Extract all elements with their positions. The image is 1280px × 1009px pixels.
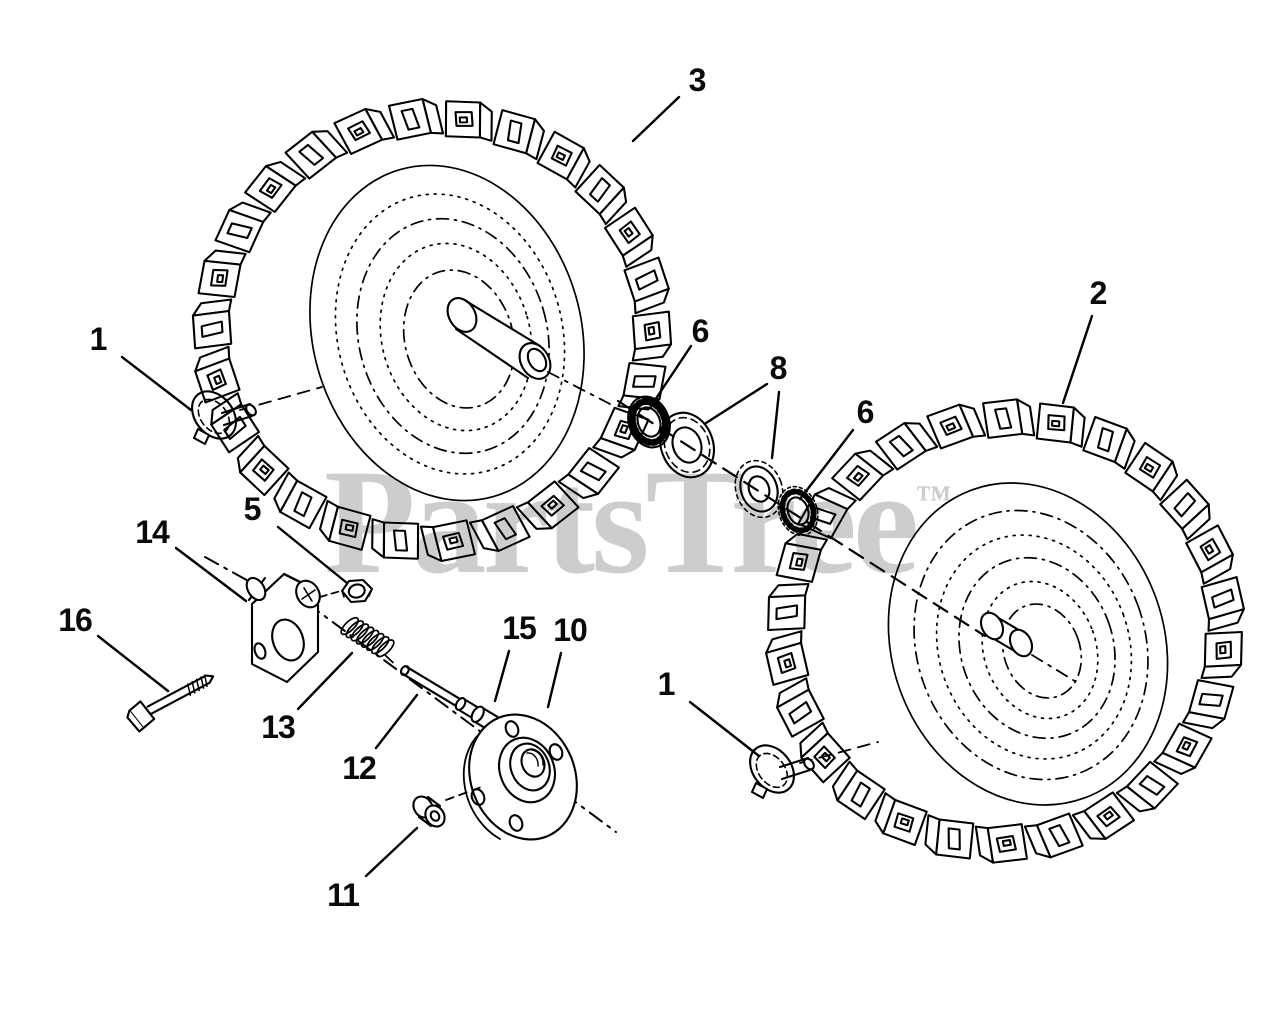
hex-bolt bbox=[126, 674, 215, 733]
wheel-sidewall-left bbox=[309, 164, 585, 502]
wheel-hub-right bbox=[979, 611, 1079, 684]
callout-leader-line bbox=[374, 693, 419, 750]
klik-pin-axis-left bbox=[239, 386, 323, 411]
callout-label-6: 6 bbox=[856, 394, 875, 430]
flat-washer-small bbox=[734, 459, 784, 519]
tire-tread-right bbox=[765, 398, 1245, 864]
hub-flange bbox=[462, 713, 578, 841]
callout-leader-line bbox=[493, 649, 511, 703]
callout-label-14: 14 bbox=[135, 514, 170, 550]
axle-assembly bbox=[126, 556, 617, 841]
wheel-assembly-left bbox=[191, 98, 673, 562]
callout-leader-line bbox=[96, 634, 170, 693]
pivot-bracket bbox=[245, 572, 321, 684]
hex-nut bbox=[340, 578, 374, 604]
callout-label-15: 15 bbox=[502, 610, 537, 646]
callout-leader-line bbox=[364, 826, 419, 878]
callout-label-12: 12 bbox=[342, 750, 377, 786]
washer-axis-line bbox=[616, 399, 987, 638]
callout-label-2: 2 bbox=[1089, 275, 1108, 311]
callout-leader-line bbox=[546, 651, 563, 709]
callout-leader-line bbox=[174, 546, 248, 603]
callout-label-13: 13 bbox=[261, 709, 296, 745]
lock-washer-right bbox=[777, 485, 819, 537]
wheel-sidewall-right bbox=[887, 482, 1169, 806]
callout-leader-line bbox=[688, 700, 761, 758]
callout-label-8: 8 bbox=[769, 350, 788, 386]
wheel-assembly-right bbox=[765, 398, 1245, 864]
klik-pin-axis-right bbox=[799, 741, 879, 764]
flat-washer-large bbox=[659, 411, 715, 479]
washer-stack bbox=[616, 395, 987, 638]
callout-leader-lines bbox=[96, 95, 1094, 878]
callout-leader-line bbox=[1061, 314, 1094, 405]
callout-label-5: 5 bbox=[243, 491, 262, 527]
callout-leader-line bbox=[120, 355, 193, 412]
callout-label-6: 6 bbox=[691, 313, 710, 349]
lock-nut-axis-line bbox=[445, 785, 485, 801]
callout-leader-line bbox=[651, 344, 693, 405]
lock-washer-left bbox=[627, 395, 671, 449]
callout-label-3: 3 bbox=[688, 62, 707, 98]
nut-axis-line bbox=[319, 589, 345, 598]
callout-leader-line bbox=[798, 428, 855, 501]
callout-leader-line bbox=[296, 651, 354, 711]
callout-leader-line bbox=[276, 525, 349, 585]
tire-tread-left bbox=[191, 98, 673, 562]
wheel-hub-left bbox=[446, 297, 611, 405]
lock-nut bbox=[412, 795, 446, 828]
callout-label-1: 1 bbox=[657, 666, 676, 702]
callout-label-1: 1 bbox=[89, 321, 108, 357]
callout-label-11: 11 bbox=[327, 877, 360, 913]
callout-label-16: 16 bbox=[58, 602, 93, 638]
callout-leader-line bbox=[704, 382, 769, 425]
callout-leader-line bbox=[770, 390, 781, 460]
spring bbox=[340, 616, 395, 664]
callout-label-10: 10 bbox=[553, 612, 588, 648]
callout-leader-line bbox=[631, 95, 681, 143]
